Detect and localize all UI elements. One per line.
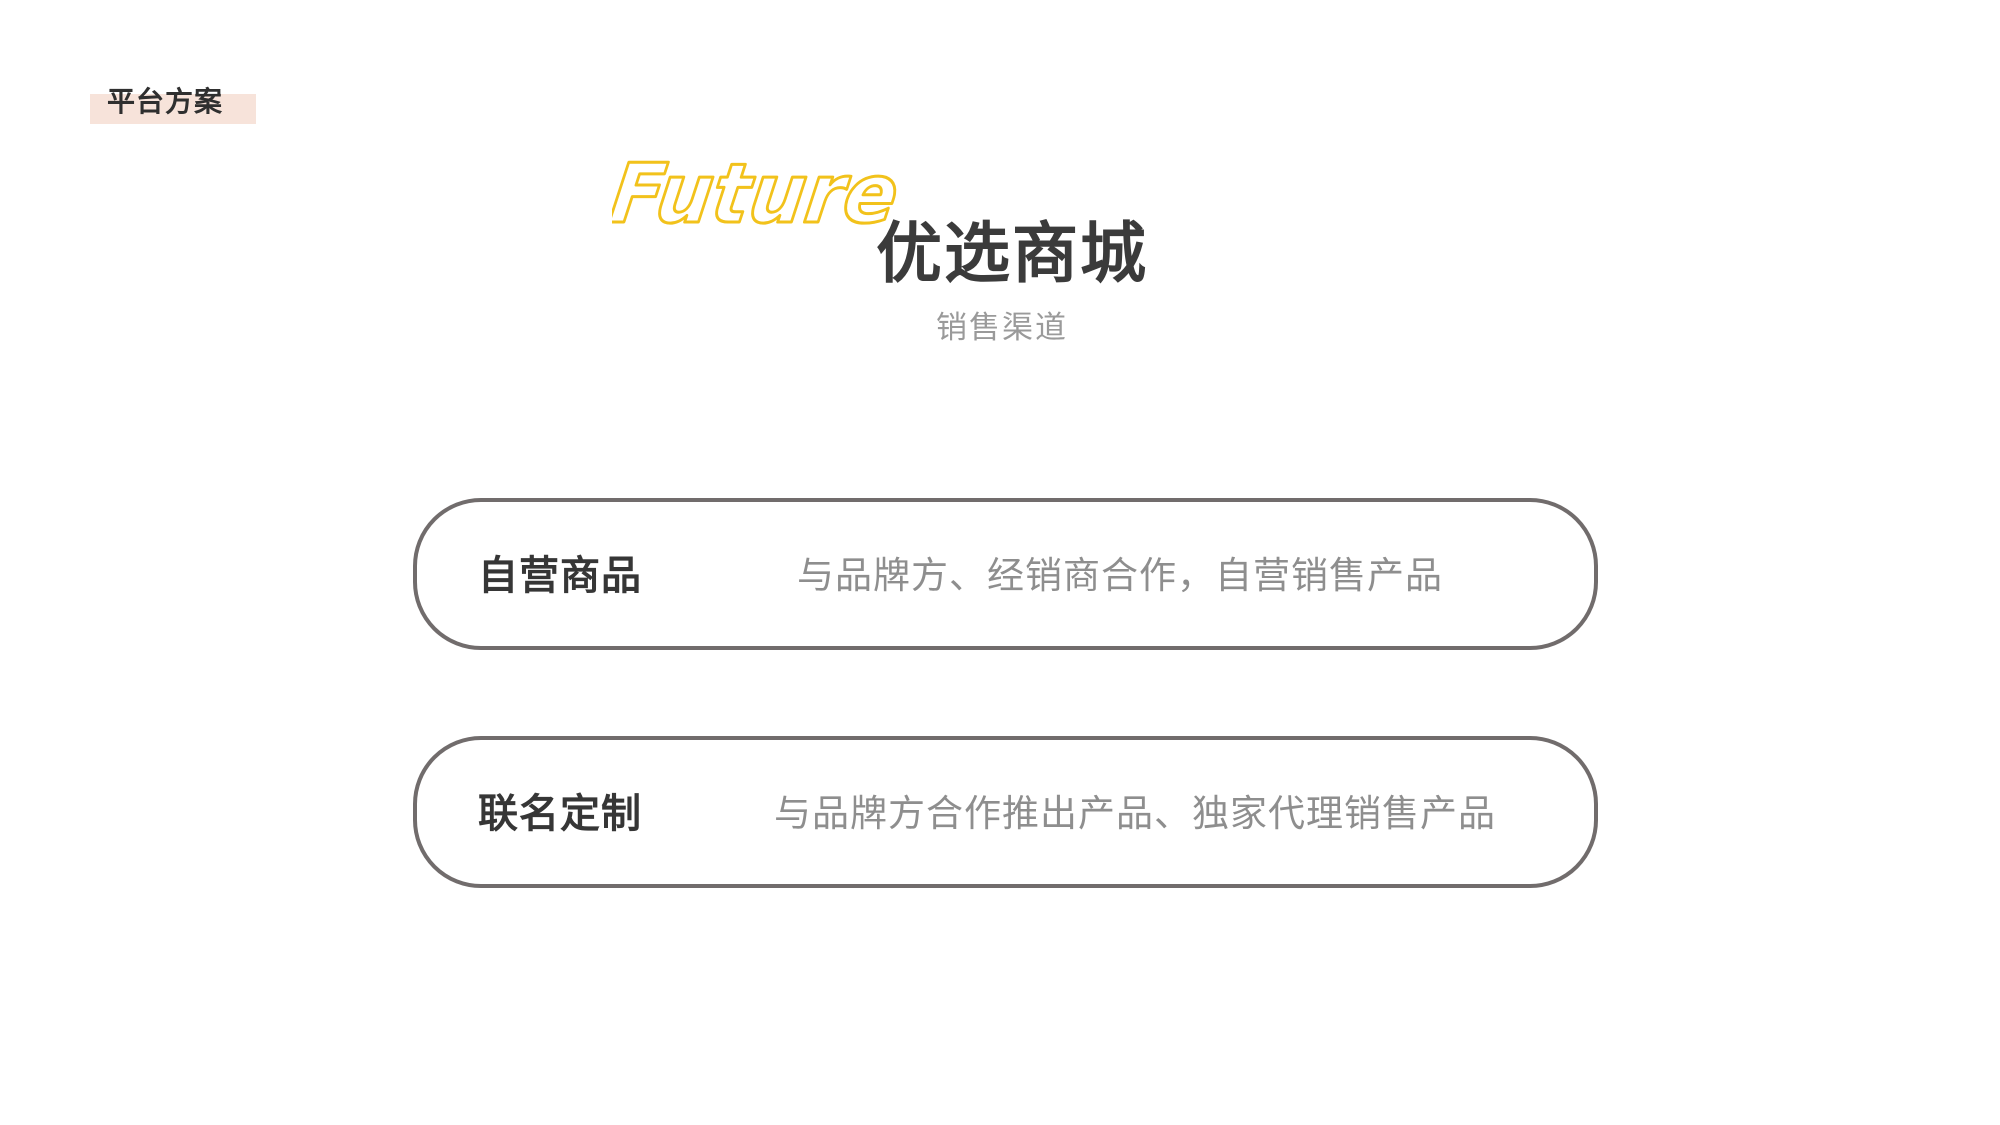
channel-card-co-branded: 联名定制 与品牌方合作推出产品、独家代理销售产品 bbox=[413, 736, 1598, 888]
channel-card-self-operated: 自营商品 与品牌方、经销商合作，自营销售产品 bbox=[413, 498, 1598, 650]
future-wordmark-text: Future bbox=[612, 148, 904, 238]
page-title: 优选商城 bbox=[876, 215, 1148, 292]
section-tag-highlight bbox=[90, 94, 256, 124]
section-tag-label: 平台方案 bbox=[107, 85, 224, 118]
section-tag: 平台方案 bbox=[90, 82, 258, 126]
card-title: 联名定制 bbox=[478, 791, 642, 837]
page-subtitle-text: 销售渠道 bbox=[936, 310, 1068, 346]
card-title: 自营商品 bbox=[478, 553, 642, 599]
future-decorative-wordmark: Future bbox=[612, 148, 912, 238]
card-description: 与品牌方合作推出产品、独家代理销售产品 bbox=[774, 792, 1496, 835]
page-subtitle: 销售渠道 bbox=[0, 308, 2000, 348]
card-description: 与品牌方、经销商合作，自营销售产品 bbox=[797, 554, 1443, 597]
